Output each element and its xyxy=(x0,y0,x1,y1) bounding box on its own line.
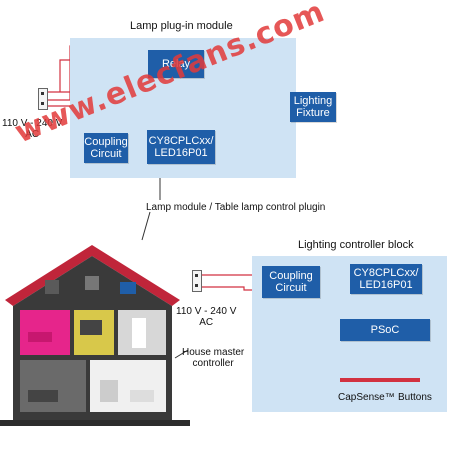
fridge xyxy=(132,318,146,348)
plugin-controller-label: CY8CPLCxx/ LED16P01 xyxy=(148,135,214,159)
outlet-prong-icon xyxy=(41,92,44,95)
plugin-voltage-label: 110 V - 240 V AC xyxy=(2,118,63,140)
lighting-fixture-box: Lighting Fixture xyxy=(290,92,336,122)
house-roof xyxy=(5,245,180,306)
outlet-prong-icon xyxy=(41,102,44,105)
buttons-label: Buttons xyxy=(398,392,432,403)
outlet-prong-icon xyxy=(195,274,198,277)
attic-tv xyxy=(120,282,136,294)
sofa xyxy=(28,390,58,402)
controller-voltage-label: 110 V - 240 V AC xyxy=(176,306,237,328)
house-master-label: House master controller xyxy=(182,347,245,369)
psoc-box: PSoC xyxy=(340,319,430,341)
controller-block-title: Lighting controller block xyxy=(298,239,414,251)
attic-window xyxy=(45,280,59,294)
room-living xyxy=(20,360,86,412)
bed xyxy=(28,332,52,342)
plugin-coupling-label: Coupling Circuit xyxy=(84,136,128,160)
washer xyxy=(100,380,118,402)
outlet-icon xyxy=(38,88,48,110)
attic-window xyxy=(85,276,99,290)
capsense-label: CapSense™ xyxy=(338,392,395,403)
ground xyxy=(0,420,190,426)
lighting-fixture-label: Lighting Fixture xyxy=(293,95,333,119)
controller-mcu-label: CY8CPLCxx/ LED16P01 xyxy=(353,267,419,291)
capsense-pads xyxy=(340,378,420,382)
relay-box: Relay xyxy=(148,50,204,78)
controller-coupling-box: Coupling Circuit xyxy=(262,266,320,298)
plugin-controller-box: CY8CPLCxx/ LED16P01 xyxy=(147,130,215,164)
plugin-module-title: Lamp plug-in module xyxy=(130,20,233,32)
outlet-prong-icon xyxy=(195,284,198,287)
outlet-icon xyxy=(192,270,202,292)
tv xyxy=(80,320,102,335)
plugin-coupling-box: Coupling Circuit xyxy=(84,133,128,163)
link-caption: Lamp module / Table lamp control plugin xyxy=(146,202,326,213)
house-illustration xyxy=(0,245,190,426)
controller-mcu-box: CY8CPLCxx/ LED16P01 xyxy=(350,264,422,294)
bathtub xyxy=(130,390,154,402)
controller-coupling-label: Coupling Circuit xyxy=(269,270,313,294)
